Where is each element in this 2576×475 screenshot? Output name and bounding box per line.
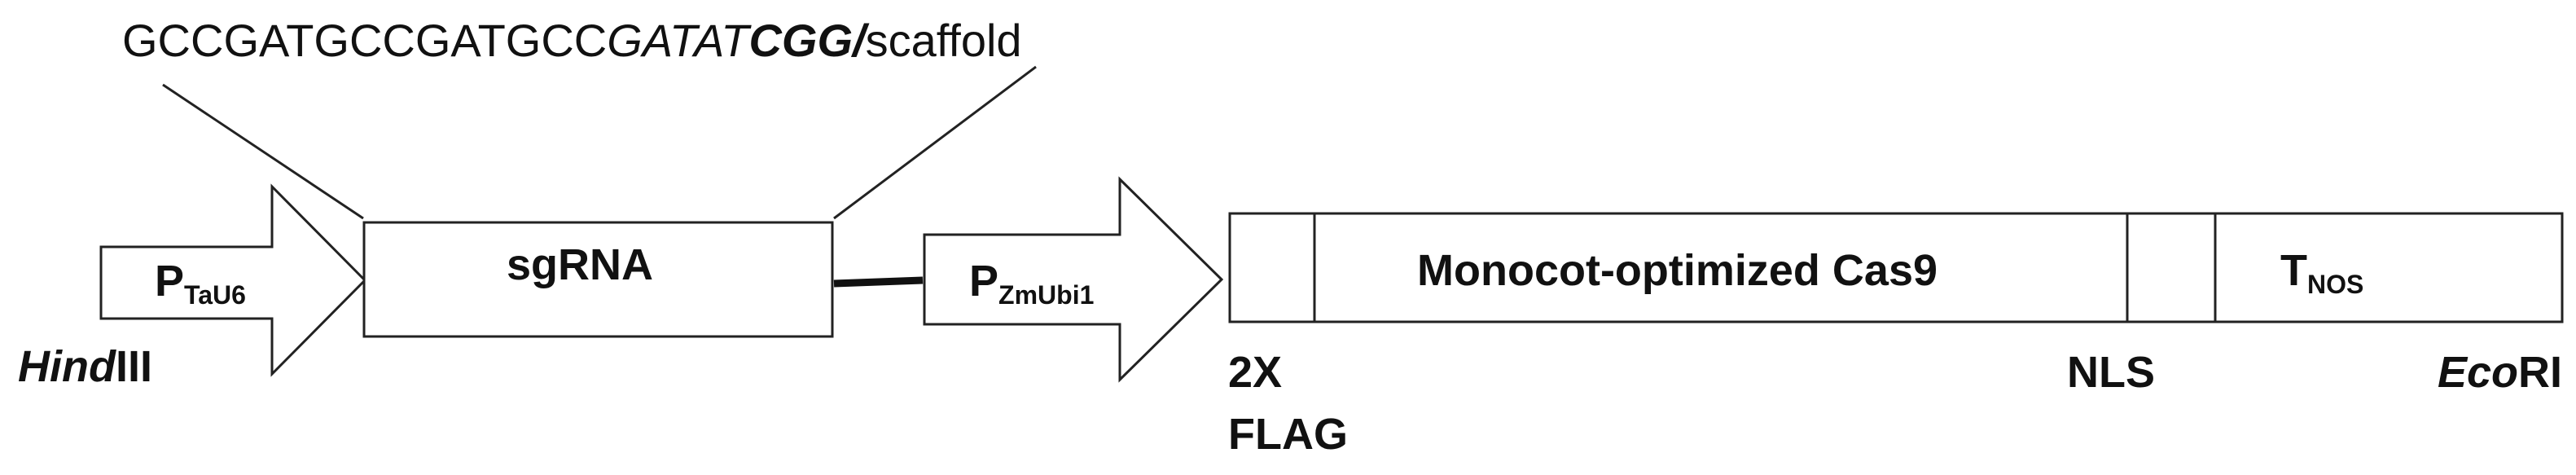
ecori-site-label: EcoRI	[2438, 350, 2562, 394]
terminator-nos-label: TNOS	[2280, 248, 2363, 297]
ecori-italic: Eco	[2438, 348, 2519, 397]
promoter-zmubi1-label: PZmUbi1	[969, 259, 1094, 308]
terminator-nos-sub: NOS	[2307, 270, 2364, 299]
promoter-tau6-arrow	[99, 183, 367, 377]
promoter-zmubi1-arrow	[923, 176, 1224, 383]
zoom-line-left	[162, 83, 364, 220]
flag-label-line1: 2X	[1228, 348, 1283, 397]
zoom-line-right	[833, 65, 1037, 220]
promoter-tau6-sub: TaU6	[184, 280, 246, 310]
promoter-zmubi1-main: P	[969, 257, 999, 306]
cds-block	[1228, 212, 2564, 323]
ecori-plain: RI	[2518, 348, 2563, 397]
sequence-pam: CGG	[748, 15, 854, 66]
linker-line	[833, 276, 924, 288]
nls-label: NLS	[2067, 348, 2155, 397]
sequence-italic: GATAT	[607, 15, 749, 66]
hindiii-italic: Hind	[18, 342, 116, 391]
cas9-label: Monocot-optimized Cas9	[1417, 246, 1938, 295]
flag-label-line2: FLAG	[1228, 410, 1348, 459]
sgrna-box	[362, 221, 834, 338]
promoter-tau6-main: P	[155, 257, 185, 306]
sgrna-label: sgRNA	[507, 240, 654, 289]
hindiii-site-label: HindIII	[18, 345, 152, 389]
sgrna-sequence: GCCGATGCCGATGCCGATATCGG/scaffold	[122, 18, 1022, 64]
terminator-nos-main: T	[2280, 246, 2307, 295]
sequence-plain: GCCGATGCCGATGCC	[122, 15, 608, 66]
sequence-tail: scaffold	[865, 15, 1022, 66]
hindiii-plain: III	[115, 342, 152, 391]
promoter-tau6-label: PTaU6	[155, 259, 246, 308]
sequence-slash: /	[853, 15, 866, 66]
promoter-zmubi1-sub: ZmUbi1	[998, 280, 1095, 310]
